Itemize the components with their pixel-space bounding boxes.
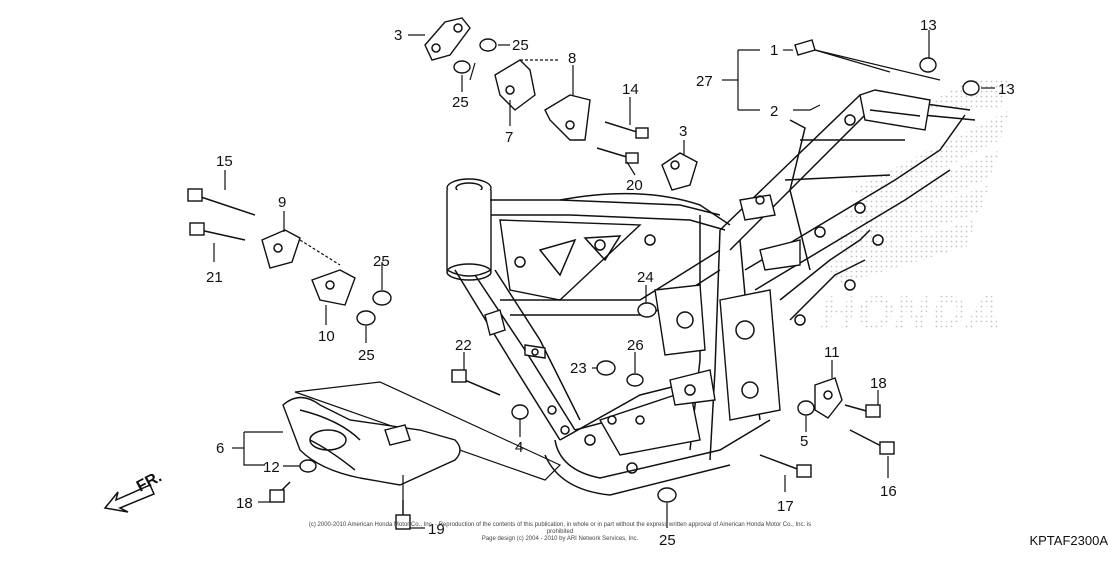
callout-6: 6	[216, 440, 224, 457]
callout-19: 19	[428, 521, 445, 538]
callout-26: 26	[627, 337, 644, 354]
front-engine-hanger	[187, 188, 392, 326]
rear-subframe	[719, 89, 976, 326]
callout-1: 1	[770, 42, 778, 59]
callout-12: 12	[263, 459, 280, 476]
hardware-right	[759, 377, 895, 478]
callout-3a: 3	[394, 27, 402, 44]
callout-5: 5	[800, 433, 808, 450]
callout-11: 11	[824, 344, 840, 361]
callout-25b: 25	[452, 94, 469, 111]
upper-engine-hanger	[424, 17, 698, 191]
callout-25c: 25	[373, 253, 390, 270]
copyright-line-2: Page design (c) 2004 - 2010 by ARI Netwo…	[481, 536, 639, 542]
callout-20: 20	[626, 177, 643, 194]
callout-15: 15	[216, 153, 233, 170]
callout-25a: 25	[512, 37, 529, 54]
callout-17: 17	[777, 498, 794, 515]
hardware-upper	[453, 38, 980, 164]
callout-9: 9	[278, 194, 286, 211]
callout-18b: 18	[236, 495, 253, 512]
callout-2: 2	[770, 103, 778, 120]
callout-13a: 13	[920, 17, 937, 34]
callout-8: 8	[568, 50, 576, 67]
callout-13b: 13	[998, 81, 1015, 98]
honda-watermark-text: HONDA	[820, 288, 1002, 339]
copyright-line-1: (c) 2000-2010 American Honda Motor Co., …	[308, 522, 812, 535]
skid-plate	[269, 381, 562, 530]
callout-22: 22	[455, 337, 472, 354]
copyright-notice: (c) 2000-2010 American Honda Motor Co., …	[300, 522, 820, 543]
leader-lines	[213, 30, 995, 529]
callout-14: 14	[622, 81, 639, 98]
diagram-code: KPTAF2300A	[1029, 533, 1108, 548]
callout-numbers: 3 25 25 8 7 14 3 20 1 27 2 13 13 15 9 21…	[206, 17, 1015, 549]
callout-21: 21	[206, 269, 223, 286]
callout-10: 10	[318, 328, 335, 345]
callout-7: 7	[505, 129, 513, 146]
main-frame	[446, 178, 781, 496]
callout-18a: 18	[870, 375, 887, 392]
callout-25e: 25	[659, 532, 676, 549]
callout-4: 4	[515, 439, 523, 456]
honda-wing-watermark: HONDA	[820, 78, 1010, 339]
callout-3b: 3	[679, 123, 687, 140]
callout-16: 16	[880, 483, 897, 500]
front-direction-arrow: FR.	[103, 468, 165, 513]
callout-23: 23	[570, 360, 587, 377]
hardware-center	[451, 302, 815, 503]
callout-27: 27	[696, 73, 713, 90]
callout-24: 24	[637, 269, 654, 286]
callout-25d: 25	[358, 347, 375, 364]
